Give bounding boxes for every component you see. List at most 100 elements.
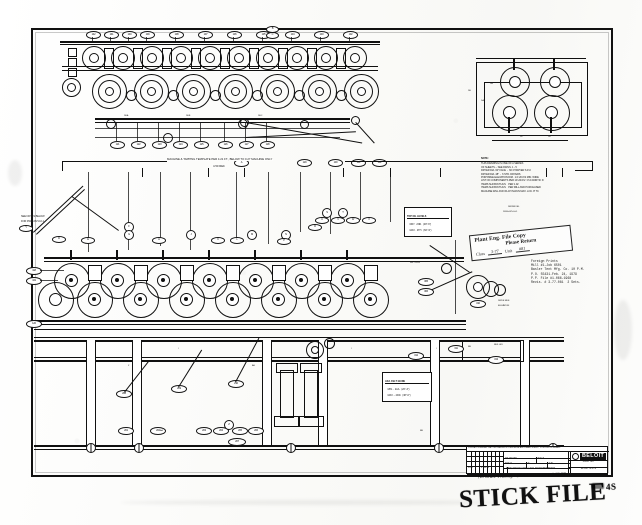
notes-line-3: DRYER DIA. 60" FACE - 60'-0"/DRYER 6.0'-… (481, 169, 531, 173)
left-note-line-1: SEE NOTES BELOW (21, 215, 45, 218)
callout-balloon: 120 (26, 320, 42, 328)
callout-balloon: 201 (118, 427, 134, 435)
callout-balloon: 129 (297, 159, 312, 167)
callout-balloon: 127 (239, 141, 254, 149)
callout-balloon: 132 (343, 31, 358, 39)
stamp-unit-label: Unit (504, 247, 513, 254)
callout-balloon: 126 (218, 141, 233, 149)
legend-upper-row-1: DRY. 2ND. (48"-6") (409, 222, 432, 226)
anchor-bolt (86, 443, 96, 453)
notes-line-5: PORTABLE ELEVATION DIM. 1.0'-20.0'/2 MIN… (481, 176, 539, 180)
callout-balloon: 312 (408, 352, 424, 360)
anchor-bolt (134, 443, 144, 453)
scan-smudge (8, 160, 22, 186)
legend-lower-row-1: MIN. - 2AA. (20"-4") (387, 387, 410, 391)
notes-line-9: MACHINE WILL RUN FLAT IN-RUN MAX. LOC. 8… (481, 189, 539, 193)
callout-balloon: 122 (131, 141, 146, 149)
callout-balloon: Z (224, 420, 234, 430)
stamp-unit-value: #81 (514, 245, 530, 253)
title-block-checked: J.K. (525, 462, 548, 469)
callout-balloon: 121 (110, 141, 125, 149)
callout-balloon: K (211, 237, 225, 244)
callout-balloon: 136 (227, 31, 242, 39)
callout-balloon: 138 (169, 31, 184, 39)
legend-lower-row-2: MAX. - 2DD. (38"-6") (387, 393, 411, 397)
callout-balloon: M (247, 230, 257, 240)
typed-note-line-1: Foreign Prints (531, 259, 558, 263)
callout-balloon: 118 (26, 267, 42, 275)
callout-balloon: 141 (104, 31, 119, 39)
title-block-approved: T.L.M. (546, 462, 571, 469)
callout-balloon: 310 (470, 300, 486, 308)
title-block-confidential-strip: CONTRACTOR AGREES THAT THIS DRAWING IS C… (467, 447, 609, 453)
notes-line-4: DRYER DIA. 48" - 6 STD. DRYERS (481, 172, 521, 176)
callout-balloon: R (308, 224, 322, 231)
callout-balloon: E (81, 237, 95, 244)
notes-line-2: OF SHEETS -- SEE DWGS. 1 - 5 (481, 165, 517, 169)
callout-balloon: 131 (351, 159, 366, 167)
typed-note-line-4: P.O. 55431-Feb. 24, 1979 (531, 271, 577, 276)
title-block: CONTRACTOR AGREES THAT THIS DRAWING IS C… (466, 446, 609, 475)
title-block-subject: Paper Machine Dryer / Press Section Arra… (505, 467, 571, 475)
callout-balloon: 142 (86, 31, 101, 39)
anchor-bolt (286, 443, 296, 453)
scan-smudge (120, 500, 500, 505)
scan-smudge (614, 300, 632, 360)
callout-balloon: 206 (248, 427, 264, 435)
callout-balloon: G (124, 230, 134, 240)
callout-balloon: 313 (488, 356, 504, 364)
notes-line-1: THIS DRAWING IS ONE OF A SERIES (481, 162, 524, 166)
callout-balloon: 202 (150, 427, 166, 435)
callout-balloon: 119 (26, 277, 42, 285)
callout-balloon: W (346, 217, 360, 224)
typed-note-line-3: Basler Tent Mfg. Co. 10 P.M. (531, 267, 585, 272)
notes-block: NOTE: THIS DRAWING IS ONE OF A SERIES OF… (481, 157, 544, 193)
callout-balloon: Y (19, 225, 33, 232)
callout-balloon: V (331, 217, 345, 224)
notes-heading: NOTE: (481, 157, 489, 160)
callout-balloon: X (362, 217, 376, 224)
title-block-drawn: R.W.S. (504, 462, 527, 469)
legend-lower-title: ADJ. FELT GUIDE (385, 380, 429, 384)
callout-balloon: 311 (448, 345, 464, 353)
beloit-logo-mark (572, 453, 579, 460)
callout-balloon: 139 (140, 31, 155, 39)
callout-balloon: 124 (173, 141, 188, 149)
title-block-dwg-no: M-367-4-2-1 (569, 467, 608, 475)
callout-balloon: L (230, 237, 244, 244)
detail-view-label: DRYER FEL (508, 206, 520, 208)
left-note-line-2: FOR DWG-067-0-0-1 (21, 220, 44, 223)
legend-box-upper: TOP OIL LEVELS DRY. 2ND. (48"-6") MAX. 4… (404, 207, 452, 237)
stick-file-text: STICK FILE (458, 478, 608, 514)
detail-view-sublabel: DWG-067-0-0-1 (503, 211, 518, 213)
dimension-note-subtext: 4.50 REF. (212, 164, 227, 168)
callout-balloon: 205 (232, 427, 248, 435)
beloit-wordmark: BELOIT (580, 452, 607, 460)
typed-note-block: Foreign Prints Mill #1-Job 6501 Basler T… (531, 259, 585, 284)
stamp-class-label: Class (475, 250, 486, 257)
callout-balloon: J (186, 230, 196, 240)
dimension-note-text: MACHINE & TAPPING TEMPLATE PER 4.21 FT.,… (166, 157, 274, 161)
typed-note-line-6: Revis. # 3-77-081 2 Sets. (531, 280, 581, 285)
callout-balloon: 125 (194, 141, 209, 149)
callout-balloon: 207 (228, 438, 246, 446)
title-block-description: DRYER SECT. ELEV. (504, 451, 571, 459)
callout-balloon: 137 (198, 31, 213, 39)
title-block-job-no: 3-77 (467, 467, 481, 475)
callout-balloon: 134 (285, 31, 300, 39)
typed-note-line-2: Mill #1-Job 6501 (531, 263, 562, 268)
callout-balloon: 306 (418, 288, 434, 296)
scale-note: No Scale Tracing - FULL SIZE IN OBJECT (477, 472, 566, 481)
stick-file-suffix: 4S (605, 481, 617, 492)
callout-balloon: 132 (372, 159, 387, 167)
legend-upper-row-2: MAX. 4TH. (60"-9") (409, 228, 432, 232)
title-block-sheet: 1 OF 5 (480, 467, 508, 475)
notes-line-8: ITEMS SHOWN THUS PER MILL AND PURCHASED (481, 186, 541, 190)
callout-balloon: U (315, 217, 329, 224)
callout-balloon: 204 (213, 427, 229, 435)
ink-blot (592, 483, 604, 489)
drive-gear (306, 341, 324, 359)
stamp-class-value: 3-77 (487, 248, 503, 256)
callout-balloon: 140 (122, 31, 137, 39)
